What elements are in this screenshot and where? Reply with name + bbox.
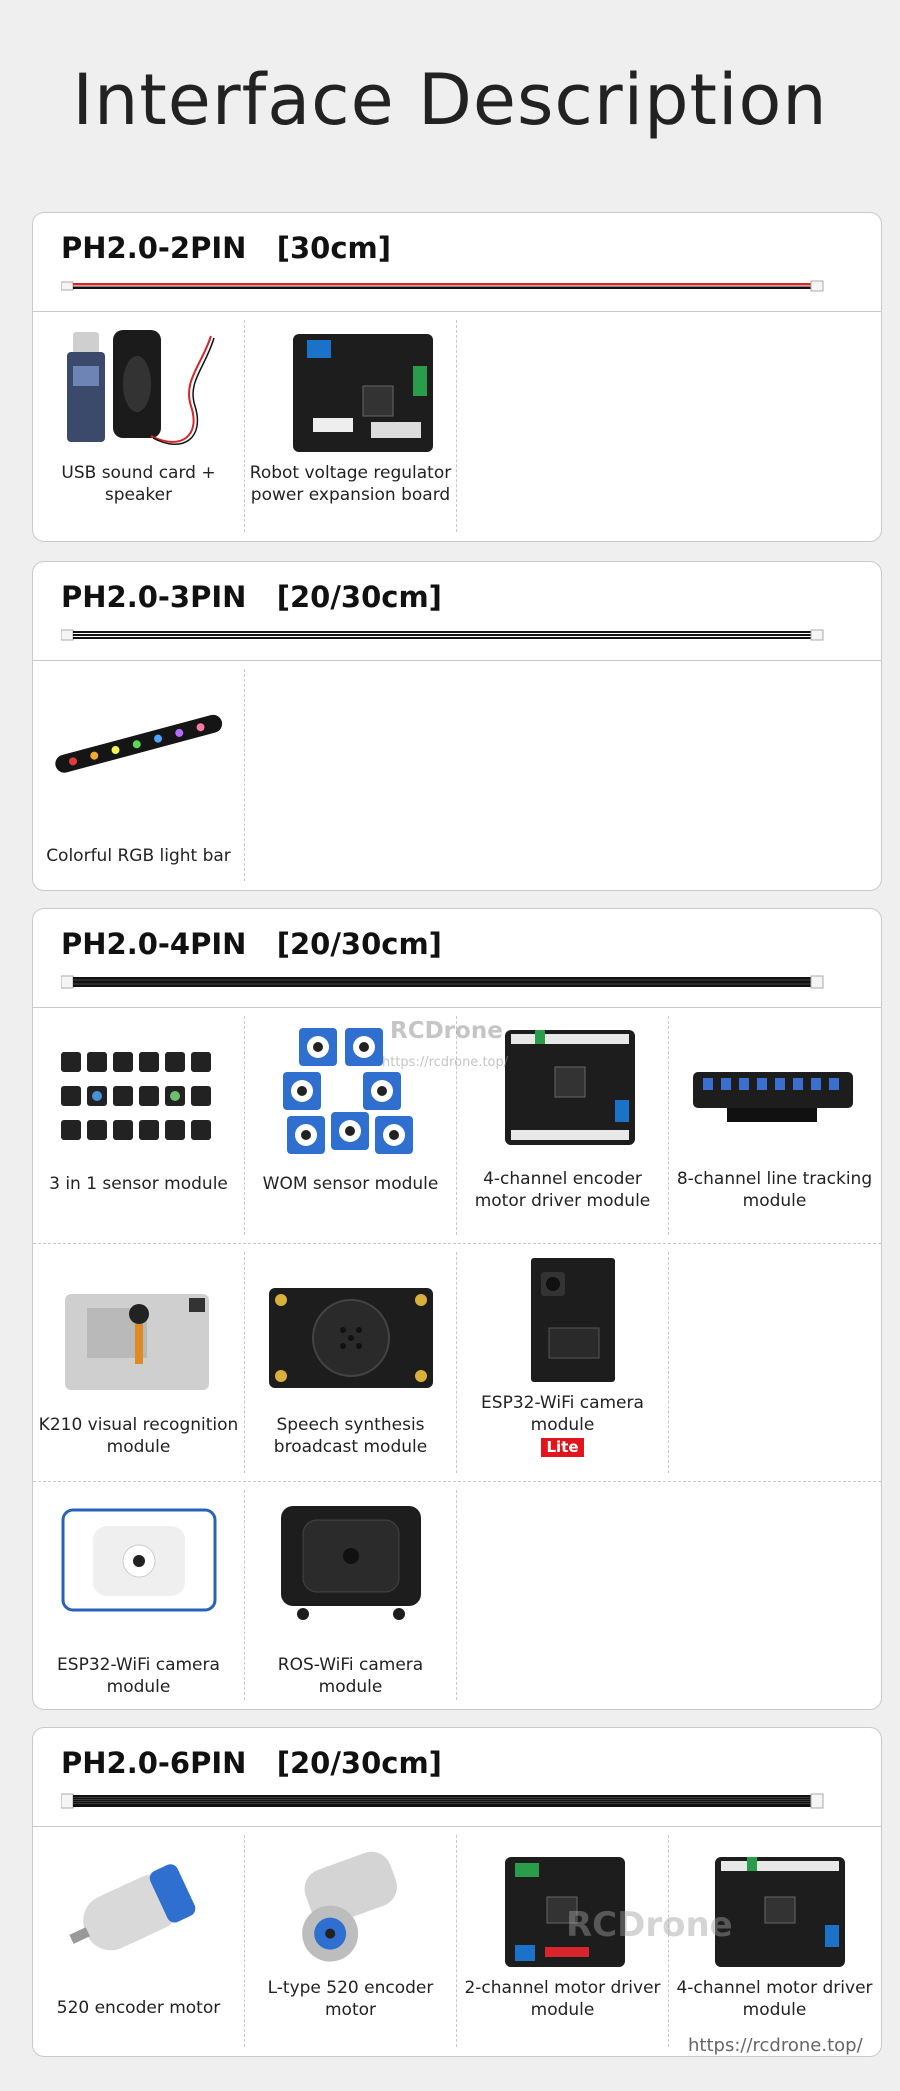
module-label: ESP32-WiFi camera module bbox=[57, 1655, 220, 1697]
module-cell: 520 encoder motor bbox=[33, 1827, 244, 2055]
module-cell: 3 in 1 sensor module bbox=[33, 1008, 244, 1243]
cable-6pin-icon bbox=[61, 1793, 824, 1809]
module-cell: Colorful RGB light bar bbox=[33, 661, 244, 889]
module-label: Speech synthesis broadcast module bbox=[273, 1415, 428, 1457]
module-label: 4-channel encoder motor driver module bbox=[474, 1169, 651, 1211]
section-title: PH2.0-3PIN [20/30cm] bbox=[61, 580, 442, 614]
watermark-brand: RCDrone bbox=[390, 1018, 503, 1044]
section-4pin: PH2.0-4PIN [20/30cm] bbox=[32, 908, 882, 1710]
watermark-brand-large: RCDrone bbox=[566, 1905, 733, 1945]
esp32-wifi-camera-lite-icon bbox=[531, 1258, 615, 1382]
watermark-url-bottom: https://rcdrone.top/ bbox=[688, 2035, 863, 2056]
module-label: Colorful RGB light bar bbox=[46, 846, 231, 866]
section-title: PH2.0-2PIN [30cm] bbox=[61, 231, 391, 265]
voltage-regulator-board-icon bbox=[293, 334, 433, 452]
section-header: PH2.0-4PIN [20/30cm] bbox=[33, 909, 881, 1008]
section-2pin: PH2.0-2PIN [30cm] USB sound card + spea bbox=[32, 212, 882, 542]
module-label: 3 in 1 sensor module bbox=[49, 1174, 228, 1194]
module-cell: 2-channel motor driver module bbox=[457, 1827, 668, 2055]
section-3pin: PH2.0-3PIN [20/30cm] bbox=[32, 561, 882, 891]
module-cell: ESP32-WiFi camera module bbox=[33, 1482, 244, 1708]
module-cell: L-type 520 encoder motor bbox=[245, 1827, 456, 2055]
module-label: 2-channel motor driver module bbox=[464, 1978, 661, 2020]
module-label: 4-channel motor driver module bbox=[676, 1978, 873, 2020]
module-cell: ESP32-WiFi camera module Lite bbox=[457, 1244, 668, 1481]
module-label: ESP32-WiFi camera module bbox=[481, 1393, 644, 1435]
module-cell: 4-channel encoder motor driver module bbox=[457, 1008, 668, 1243]
module-label: Robot voltage regulator power expansion … bbox=[249, 463, 452, 505]
motor-driver-4ch-icon bbox=[715, 1857, 845, 1967]
speech-synthesis-module-icon bbox=[269, 1288, 433, 1388]
cable-3pin-icon bbox=[61, 629, 824, 641]
section-header: PH2.0-3PIN [20/30cm] bbox=[33, 562, 881, 661]
module-cell: K210 visual recognition module bbox=[33, 1244, 244, 1481]
section-6pin: PH2.0-6PIN [20/30cm] 520 encoder m bbox=[32, 1727, 882, 2057]
motor-driver-2ch-icon bbox=[505, 1857, 625, 1967]
cable-2pin-icon bbox=[61, 280, 824, 292]
section-header: PH2.0-2PIN [30cm] bbox=[33, 213, 881, 312]
module-cell: Speech synthesis broadcast module bbox=[245, 1244, 456, 1481]
cable-4pin-icon bbox=[61, 975, 824, 989]
sensor-3in1-icon bbox=[61, 1052, 211, 1140]
k210-visual-module-icon bbox=[65, 1294, 209, 1390]
module-cell: USB sound card + speaker bbox=[33, 312, 244, 540]
ros-wifi-camera-icon bbox=[281, 1506, 421, 1620]
esp32-wifi-camera-icon bbox=[61, 1508, 217, 1612]
l-type-encoder-motor-icon bbox=[302, 1851, 397, 1962]
module-label: WOM sensor module bbox=[262, 1174, 439, 1194]
module-label: 520 encoder motor bbox=[56, 1998, 221, 2018]
module-label: 8-channel line tracking module bbox=[676, 1169, 873, 1211]
line-tracking-8ch-icon bbox=[693, 1072, 853, 1122]
encoder-motor-driver-4ch-icon bbox=[505, 1030, 635, 1145]
module-label: USB sound card + speaker bbox=[61, 463, 216, 505]
module-cell: ROS-WiFi camera module bbox=[245, 1482, 456, 1708]
usb-sound-card-speaker-icon bbox=[67, 330, 215, 445]
encoder-motor-520-icon bbox=[69, 1864, 196, 1951]
module-label: ROS-WiFi camera module bbox=[277, 1655, 424, 1697]
module-label: L-type 520 encoder motor bbox=[267, 1978, 434, 2020]
section-title: PH2.0-4PIN [20/30cm] bbox=[61, 927, 442, 961]
rgb-light-bar-icon bbox=[55, 714, 223, 773]
module-cell: WOM sensor module bbox=[245, 1008, 456, 1243]
section-title: PH2.0-6PIN [20/30cm] bbox=[61, 1746, 442, 1780]
module-label: K210 visual recognition module bbox=[38, 1415, 239, 1457]
module-cell: Robot voltage regulator power expansion … bbox=[245, 312, 456, 540]
page-title: Interface Description bbox=[72, 59, 828, 141]
wom-sensor-module-icon bbox=[283, 1028, 413, 1154]
module-cell: 8-channel line tracking module bbox=[669, 1008, 880, 1243]
section-header: PH2.0-6PIN [20/30cm] bbox=[33, 1728, 881, 1827]
module-cell: 4-channel motor driver module bbox=[669, 1827, 880, 2055]
lite-badge: Lite bbox=[541, 1438, 584, 1457]
watermark-url: https://rcdrone.top/ bbox=[382, 1055, 509, 1070]
